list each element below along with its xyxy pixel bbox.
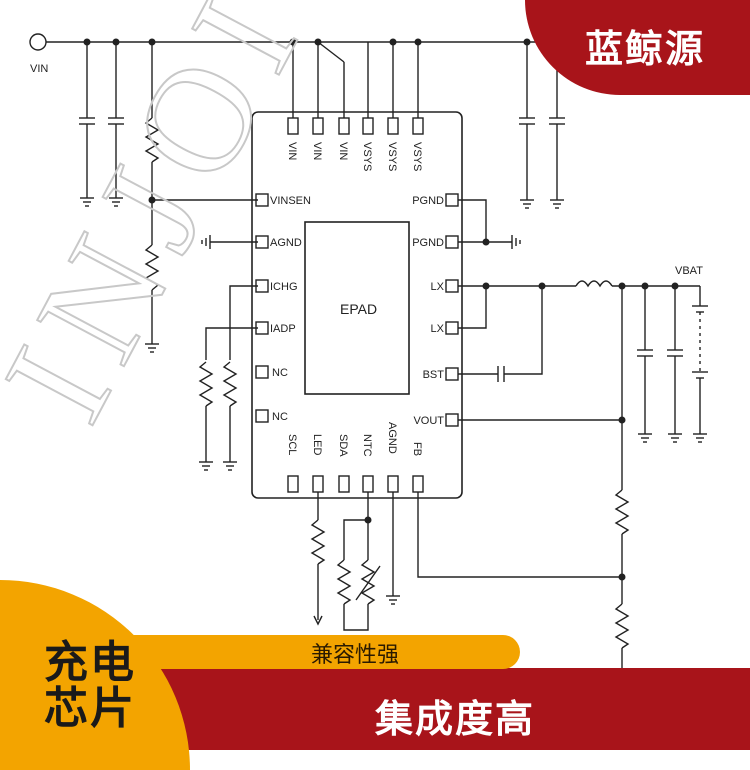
pin-top-4: VSYS xyxy=(361,142,373,171)
pin-left-1: VINSEN xyxy=(270,195,311,207)
pin-bottom-5: AGND xyxy=(386,422,398,454)
pin-right-3: LX xyxy=(431,281,445,293)
pin-bottom-1: SCL xyxy=(286,434,298,455)
pin-top-6: VSYS xyxy=(411,142,423,171)
feature-pill-text: 兼容性强 xyxy=(310,643,399,668)
product-badge-text: 充电 芯片 xyxy=(44,640,154,732)
pin-left-2: AGND xyxy=(270,237,302,249)
exposed-pad xyxy=(304,221,410,395)
pin-left-4: IADP xyxy=(270,323,296,335)
pin-left-6: NC xyxy=(272,411,288,423)
epad-label: EPAD xyxy=(340,301,377,317)
footer-slogan: 集成度高 xyxy=(374,697,535,741)
pin-top-3: VIN xyxy=(337,142,349,160)
pin-bottom-2: LED xyxy=(311,434,323,455)
pin-top-1: VIN xyxy=(286,142,298,160)
ic-package xyxy=(251,111,463,499)
pin-top-2: VIN xyxy=(311,142,323,160)
pin-top-5: VSYS xyxy=(386,142,398,171)
pin-right-2: PGND xyxy=(412,237,444,249)
pin-left-3: ICHG xyxy=(270,281,298,293)
pin-right-1: PGND xyxy=(412,195,444,207)
product-badge-line1: 充电 xyxy=(44,637,136,688)
product-badge-line2: 芯片 xyxy=(44,683,136,734)
schematic-diagram: INJOI VIN VBAT EPAD VINSEN AGND ICHG IAD… xyxy=(0,0,708,668)
feature-pill xyxy=(130,635,520,669)
pin-left-5: NC xyxy=(272,367,288,379)
vin-net-label: VIN xyxy=(30,63,48,75)
vin-terminal xyxy=(29,33,47,51)
pin-right-4: LX xyxy=(431,323,445,335)
pin-right-5: BST xyxy=(423,369,445,381)
brand-name: 蓝鲸源 xyxy=(584,27,705,71)
pin-bottom-6: FB xyxy=(411,442,423,456)
vbat-net-label: VBAT xyxy=(675,265,703,277)
pin-bottom-4: NTC xyxy=(361,434,373,457)
pin-bottom-3: SDA xyxy=(337,434,349,457)
pin-right-6: VOUT xyxy=(413,415,444,427)
